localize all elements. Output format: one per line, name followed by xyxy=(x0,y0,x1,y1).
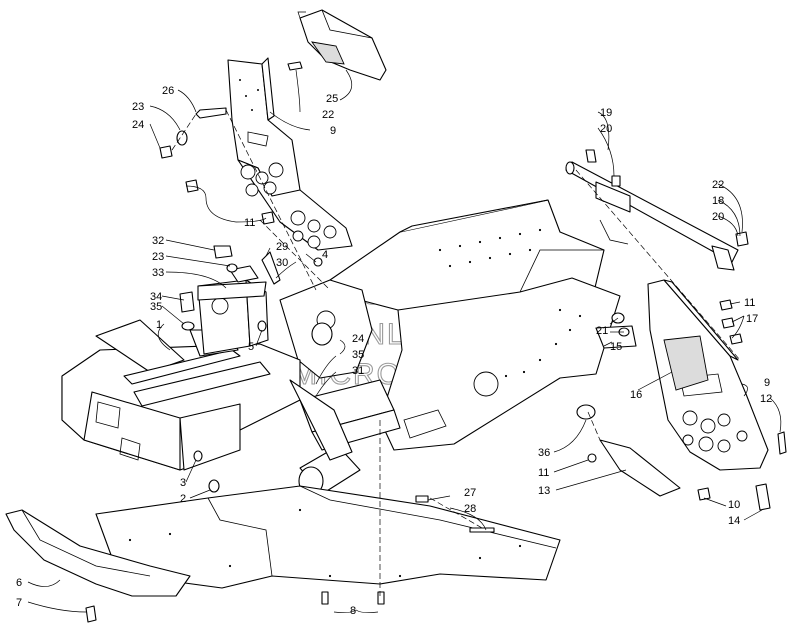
callout-33: 33 xyxy=(152,267,164,279)
callout-7: 7 xyxy=(16,597,22,609)
front-tube xyxy=(289,322,361,496)
belly-pan xyxy=(95,485,561,589)
callout-5: 5 xyxy=(248,341,254,353)
callout-25: 25 xyxy=(326,93,338,105)
callout-14: 14 xyxy=(728,515,740,527)
callout-22-right: 22 xyxy=(712,179,724,191)
callout-18: 18 xyxy=(712,195,724,207)
callout-8: 8 xyxy=(350,605,356,617)
callout-36: 36 xyxy=(538,447,550,459)
callout-35-center: 35 xyxy=(352,349,364,361)
fasteners xyxy=(85,149,787,623)
callout-11-right: 11 xyxy=(744,297,755,309)
callout-1: 1 xyxy=(156,319,162,331)
front-skid xyxy=(5,509,191,597)
callout-26: 26 xyxy=(162,85,174,97)
callout-11: 11 xyxy=(244,217,255,229)
callout-29: 29 xyxy=(276,241,288,253)
callout-21: 21 xyxy=(596,325,608,337)
steering-support-upper xyxy=(227,57,353,251)
callout-15: 15 xyxy=(610,341,622,353)
callout-10: 10 xyxy=(728,499,740,511)
callout-32: 32 xyxy=(152,235,164,247)
callout-13: 13 xyxy=(538,485,550,497)
callout-30: 30 xyxy=(276,257,288,269)
callout-9-right: 9 xyxy=(764,377,770,389)
hardware-stack-left-top xyxy=(159,61,303,159)
lower-brace xyxy=(576,325,771,511)
callout-6: 6 xyxy=(16,577,22,589)
callout-16: 16 xyxy=(630,389,642,401)
callout-12: 12 xyxy=(760,393,772,405)
callout-17: 17 xyxy=(746,313,758,325)
callout-35: 35 xyxy=(150,301,162,313)
callout-22: 22 xyxy=(322,109,334,121)
front-frame xyxy=(61,265,301,471)
callout-labels: 26 23 24 25 22 9 11 32 23 33 29 30 4 34 … xyxy=(16,85,772,617)
callout-19: 19 xyxy=(600,107,612,119)
callout-20: 20 xyxy=(600,123,612,135)
callout-23: 23 xyxy=(132,101,144,113)
callout-34: 34 xyxy=(150,291,162,303)
callout-24: 24 xyxy=(132,119,144,131)
callout-2: 2 xyxy=(180,493,186,505)
leader-lines xyxy=(27,69,782,614)
bracket-33 xyxy=(179,245,267,332)
callout-3: 3 xyxy=(180,477,186,489)
callout-20-right: 20 xyxy=(712,211,724,223)
callout-11-lower: 11 xyxy=(538,467,549,479)
callout-23-lower: 23 xyxy=(152,251,164,263)
callout-28: 28 xyxy=(464,503,476,515)
steering-support-right xyxy=(647,279,769,471)
callout-31: 31 xyxy=(352,365,364,377)
callout-24-center: 24 xyxy=(352,333,364,345)
console-bracket xyxy=(297,9,387,81)
callout-27: 27 xyxy=(464,487,476,499)
callout-4: 4 xyxy=(322,249,328,261)
callout-9: 9 xyxy=(330,125,336,137)
